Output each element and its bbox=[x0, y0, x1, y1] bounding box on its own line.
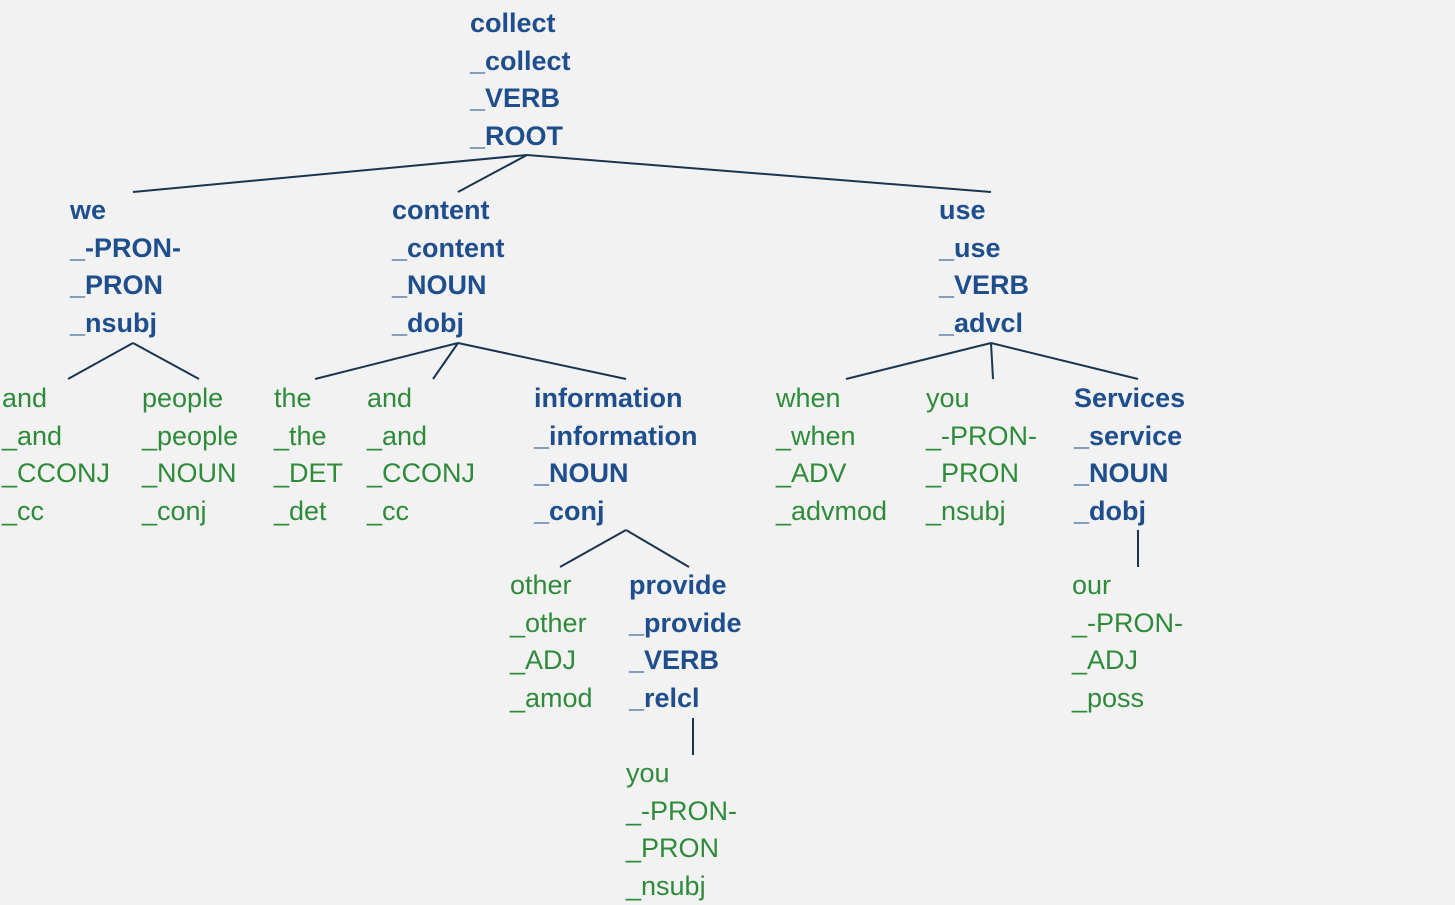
tree-node-you1: you _-PRON- _PRON _nsubj bbox=[926, 380, 1037, 530]
edge-we-people bbox=[132, 342, 200, 380]
node-line-1: _-PRON- bbox=[926, 420, 1038, 451]
node-line-0: collect bbox=[470, 8, 556, 38]
node-line-3: _dobj bbox=[1074, 495, 1146, 526]
node-line-1: _the bbox=[274, 420, 327, 451]
node-line-0: and bbox=[367, 383, 413, 413]
node-line-0: use bbox=[939, 195, 986, 225]
node-line-2: _CCONJ bbox=[2, 458, 111, 489]
node-line-0: you bbox=[626, 758, 670, 788]
edge-content-and2 bbox=[432, 342, 459, 380]
node-line-2: _PRON bbox=[626, 833, 720, 864]
node-line-3: _nsubj bbox=[626, 870, 706, 901]
tree-node-the: the _the _DET _det bbox=[274, 380, 343, 530]
node-line-3: _cc bbox=[367, 495, 410, 526]
edge-information-provide bbox=[625, 529, 690, 568]
node-line-3: _cc bbox=[2, 495, 45, 526]
node-line-1: _content bbox=[392, 232, 505, 263]
node-line-2: _NOUN bbox=[1074, 458, 1169, 489]
node-line-1: _information bbox=[534, 420, 698, 451]
node-line-2: _ADV bbox=[776, 458, 847, 489]
node-line-2: _PRON bbox=[70, 270, 164, 301]
node-line-3: _conj bbox=[142, 495, 207, 526]
node-line-2: _NOUN bbox=[142, 458, 237, 489]
node-line-1: _other bbox=[510, 607, 587, 638]
node-line-3: _poss bbox=[1072, 682, 1145, 713]
node-line-0: our bbox=[1072, 570, 1112, 600]
node-line-2: _PRON bbox=[926, 458, 1020, 489]
tree-node-when: when _when _ADV _advmod bbox=[776, 380, 887, 530]
node-line-3: _relcl bbox=[629, 682, 700, 713]
node-line-3: _advcl bbox=[939, 307, 1024, 338]
node-line-1: _provide bbox=[629, 607, 742, 638]
tree-node-people: people _people _NOUN _conj bbox=[142, 380, 238, 530]
edge-use-you1 bbox=[990, 342, 994, 380]
node-line-0: we bbox=[70, 195, 107, 225]
node-line-0: provide bbox=[629, 570, 727, 600]
node-line-0: Services bbox=[1074, 383, 1186, 413]
edge-information-other bbox=[559, 529, 627, 568]
node-line-1: _-PRON- bbox=[70, 232, 182, 263]
node-line-2: _ADJ bbox=[1072, 645, 1139, 676]
edge-content-information bbox=[457, 342, 627, 380]
node-line-3: _det bbox=[274, 495, 327, 526]
edge-use-when bbox=[845, 342, 992, 380]
tree-node-our: our _-PRON- _ADJ _poss bbox=[1072, 567, 1183, 717]
tree-node-provide: provide _provide _VERB _relcl bbox=[629, 567, 742, 717]
node-line-0: when bbox=[776, 383, 841, 413]
node-line-3: _advmod bbox=[776, 495, 888, 526]
node-line-3: _amod bbox=[510, 682, 593, 713]
edge-collect-we bbox=[132, 154, 528, 193]
edge-use-services bbox=[990, 342, 1139, 380]
node-line-0: you bbox=[926, 383, 970, 413]
node-line-1: _people bbox=[142, 420, 239, 451]
tree-node-you2: you _-PRON- _PRON _nsubj bbox=[626, 755, 737, 905]
node-line-3: _dobj bbox=[392, 307, 464, 338]
node-line-1: _and bbox=[2, 420, 63, 451]
edge-content-the bbox=[314, 342, 459, 380]
tree-node-content: content _content _NOUN _dobj bbox=[392, 192, 505, 342]
node-line-1: _-PRON- bbox=[626, 795, 738, 826]
edge-we-and1 bbox=[67, 342, 134, 380]
node-line-3: _nsubj bbox=[70, 307, 158, 338]
node-line-3: _ROOT bbox=[470, 120, 564, 151]
node-line-2: _DET bbox=[274, 458, 344, 489]
node-line-2: _CCONJ bbox=[367, 458, 476, 489]
node-line-2: _VERB bbox=[629, 645, 720, 676]
tree-node-use: use _use _VERB _advcl bbox=[939, 192, 1029, 342]
tree-node-services: Services _service _NOUN _dobj bbox=[1074, 380, 1185, 530]
node-line-0: and bbox=[2, 383, 48, 413]
node-line-2: _NOUN bbox=[534, 458, 629, 489]
node-line-2: _VERB bbox=[939, 270, 1030, 301]
edge-collect-content bbox=[457, 154, 528, 193]
node-line-1: _when bbox=[776, 420, 856, 451]
node-line-2: _VERB bbox=[470, 83, 561, 114]
node-line-3: _nsubj bbox=[926, 495, 1006, 526]
node-line-0: content bbox=[392, 195, 490, 225]
node-line-1: _collect bbox=[470, 45, 571, 76]
node-line-0: information bbox=[534, 383, 683, 413]
tree-node-we: we _-PRON- _PRON _nsubj bbox=[70, 192, 181, 342]
node-line-0: people bbox=[142, 383, 224, 413]
node-line-1: _and bbox=[367, 420, 428, 451]
node-line-0: other bbox=[510, 570, 572, 600]
tree-node-and1: and _and _CCONJ _cc bbox=[2, 380, 110, 530]
edge-collect-use bbox=[526, 154, 992, 193]
tree-node-and2: and _and _CCONJ _cc bbox=[367, 380, 475, 530]
node-line-2: _ADJ bbox=[510, 645, 577, 676]
node-line-1: _service bbox=[1074, 420, 1183, 451]
tree-node-information: information _information _NOUN _conj bbox=[534, 380, 698, 530]
tree-node-collect: collect _collect _VERB _ROOT bbox=[470, 5, 571, 155]
node-line-1: _use bbox=[939, 232, 1001, 263]
node-line-3: _conj bbox=[534, 495, 605, 526]
node-line-2: _NOUN bbox=[392, 270, 487, 301]
tree-node-other: other _other _ADJ _amod bbox=[510, 567, 593, 717]
node-line-1: _-PRON- bbox=[1072, 607, 1184, 638]
node-line-0: the bbox=[274, 383, 312, 413]
